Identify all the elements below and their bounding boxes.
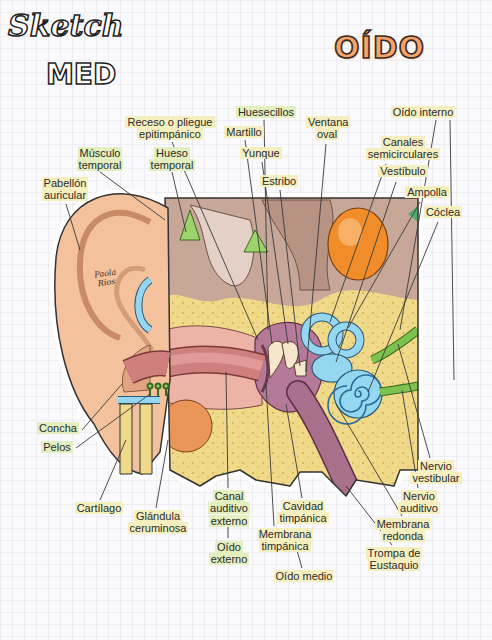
part-label: Pabellón auricular	[34, 177, 96, 202]
logo-text: Sketch	[8, 8, 123, 43]
part-label: Cavidad timpánica	[277, 500, 328, 524]
part-label: Martillo	[224, 126, 263, 138]
part-label: Huesecillos	[236, 106, 296, 118]
logo-text: MED	[46, 58, 116, 91]
part-label: Glándula ceruminosa	[124, 510, 192, 535]
part-label: Cóclea	[424, 206, 462, 218]
part-label: Cartílago	[72, 502, 126, 514]
part-label: Pelos	[41, 441, 73, 453]
part-label: Membrana timpánica	[254, 528, 316, 553]
part-label: Ventana oval	[306, 116, 348, 141]
part-label: Canales semicirculares	[362, 136, 444, 161]
part-label: Glándula ceruminosa	[128, 510, 189, 534]
part-label: Nervio auditivo	[394, 490, 444, 515]
part-label: Vestíbulo	[374, 165, 432, 177]
part-label: Cartílago	[75, 502, 124, 514]
part-label: Estribo	[260, 175, 298, 187]
part-label: Receso o pliegue epitimpánico	[122, 116, 218, 141]
watermark: Paola Rios	[94, 268, 117, 288]
part-label: Membrana redonda	[374, 518, 432, 543]
part-label: Ampolla	[401, 186, 453, 198]
part-label: Cóclea	[420, 206, 466, 218]
part-label: Membrana timpánica	[257, 528, 314, 552]
part-label: Vestíbulo	[378, 165, 427, 177]
part-label: Estribo	[256, 175, 302, 187]
logo-text: MED	[46, 58, 116, 91]
part-label: Yunque	[240, 147, 281, 159]
part-label: Cavidad timpánica	[274, 500, 332, 525]
part-label: Hueso temporal	[149, 147, 196, 171]
part-label: Pelos	[38, 441, 76, 453]
part-label: Oído medio	[274, 570, 335, 582]
part-label: Trompa de Eustaquio	[366, 547, 423, 571]
part-label: Oído interno	[391, 106, 456, 118]
page-title: OÍDO	[334, 30, 425, 65]
part-label: Nervio vestibular	[410, 460, 461, 484]
part-label: Oído interno	[388, 106, 458, 118]
part-label: Oído medio	[272, 570, 336, 582]
part-label: Oído externo	[206, 541, 252, 566]
part-label: Concha	[37, 422, 79, 434]
part-label: Canal auditivo externo	[202, 490, 256, 527]
part-label: Nervio auditivo	[398, 490, 440, 514]
part-label: Canal auditivo externo	[208, 490, 250, 527]
part-label: Nervio vestibular	[406, 460, 466, 485]
part-label: Oído externo	[209, 541, 250, 565]
part-label: Membrana redonda	[375, 518, 432, 542]
part-label: Martillo	[220, 126, 268, 138]
part-label: Músculo temporal	[77, 147, 124, 171]
part-label: Ampolla	[405, 186, 449, 198]
part-label: Músculo temporal	[64, 147, 136, 172]
part-label: Yunque	[238, 147, 284, 159]
part-label: Canales semicirculares	[366, 136, 440, 160]
part-label: Trompa de Eustaquio	[362, 547, 426, 572]
part-label: Receso o pliegue epitimpánico	[125, 116, 214, 140]
part-label: Pabellón auricular	[42, 177, 89, 201]
part-label: Concha	[34, 422, 82, 434]
logo-text: Sketch	[8, 8, 123, 43]
part-label: Ventana oval	[306, 116, 350, 140]
part-label: Hueso temporal	[146, 147, 198, 172]
part-label: Huesecillos	[234, 106, 298, 118]
